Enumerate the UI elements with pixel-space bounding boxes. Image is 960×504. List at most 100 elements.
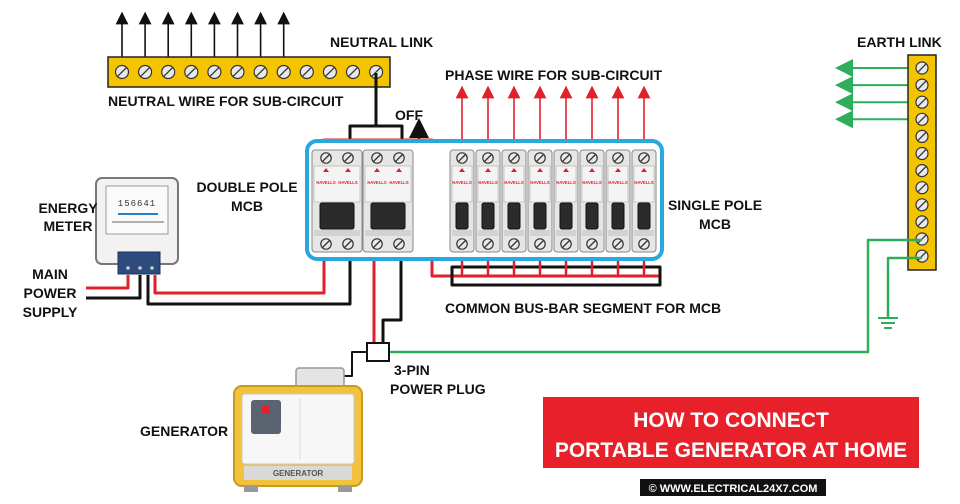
mcb-brand-label: HAVELLS [478,180,497,185]
mcb-bottom-terminal-icon [393,238,405,250]
earth-wire [388,238,922,354]
mcb-toggle-handle[interactable] [370,202,406,230]
plug-label-2: POWER PLUG [390,381,486,397]
double-pole-label-2: MCB [231,198,263,214]
mcb-toggle-handle[interactable] [507,202,521,230]
mcb-brand-label: HAVELLS [367,180,386,185]
mcb-toggle-handle[interactable] [559,202,573,230]
mcb-bottom-terminal-icon [638,238,650,250]
single-pole-mcb-3: HAVELLS [501,149,527,253]
phase-wire-label: PHASE WIRE FOR SUB-CIRCUIT [445,67,662,83]
single-pole-mcb-2: HAVELLS [475,149,501,253]
neutral-terminal-screw-icon [207,64,222,80]
single-pole-mcb-8: HAVELLS [631,149,657,253]
mcb-top-terminal-icon [320,152,332,164]
mcb-toggle-handle[interactable] [533,202,547,230]
mcb-top-terminal-icon [560,152,572,164]
mcb-toggle-handle[interactable] [585,202,599,230]
mcb-brand-label: HAVELLS [389,180,408,185]
mcb-toggle-handle[interactable] [481,202,495,230]
generator-neutral-wire [381,255,403,345]
generator-cable [342,351,367,377]
off-label: OFF [395,107,423,123]
neutral-terminal-screw-icon [276,64,291,80]
mcb-toggle-handle[interactable] [637,202,651,230]
main-power-label-2: POWER [24,285,77,301]
earth-terminal-screw-icon [915,164,929,178]
single-pole-mcb-1: HAVELLS [449,149,475,253]
earth-terminal-screw-icon [915,112,929,126]
mcb-bottom-terminal-icon [320,238,332,250]
earth-terminal-screw-icon [915,129,929,143]
mcb-bottom-terminal-icon [342,238,354,250]
single-pole-mcb-7: HAVELLS [605,149,631,253]
neutral-wire-label: NEUTRAL WIRE FOR SUB-CIRCUIT [108,93,344,109]
mcb-bottom-terminal-icon [508,238,520,250]
earth-ground-wire [886,256,922,318]
generator-label: GENERATOR [140,423,228,439]
mcb-bottom-terminal-icon [560,238,572,250]
ground-symbol-icon [878,317,898,329]
title-banner [543,397,919,468]
energy-meter-label-1: ENERGY [38,200,98,216]
mcb-top-terminal-icon [638,152,650,164]
mcb-brand-label: HAVELLS [452,180,471,185]
mcb-bottom-terminal-icon [586,238,598,250]
energy-meter: 156641 [95,177,179,275]
main-power-label-1: MAIN [32,266,68,282]
mcb-brand-label: HAVELLS [556,180,575,185]
mcb-brand-label: HAVELLS [338,180,357,185]
mcb-toggle-handle[interactable] [319,202,355,230]
earth-link-label: EARTH LINK [857,34,942,50]
earth-terminal-screw-icon [915,249,929,263]
mcb-brand-label: HAVELLS [608,180,627,185]
mcb-top-terminal-icon [371,152,383,164]
wiring [86,73,922,377]
mcb-bottom-terminal-icon [482,238,494,250]
plug-label-1: 3-PIN [394,362,430,378]
generator: GENERATOR [233,367,363,492]
title-line-2: PORTABLE GENERATOR AT HOME [555,439,907,462]
neutral-link-label: NEUTRAL LINK [330,34,433,50]
neutral-terminal-screw-icon [161,64,176,80]
mcb-toggle-handle[interactable] [611,202,625,230]
double-pole-label-1: DOUBLE POLE [196,179,297,195]
single-pole-label-1: SINGLE POLE [668,197,762,213]
neutral-terminal-screw-icon [299,64,314,80]
meter-to-mcb-phase [153,255,326,295]
earth-link-terminals [915,61,929,263]
neutral-terminal-screw-icon [253,64,268,80]
mcb-bottom-terminal-icon [534,238,546,250]
main-supply-phase [86,275,130,290]
neutral-link-bar [107,56,391,88]
website-label: © WWW.ELECTRICAL24X7.COM [649,483,818,495]
single-pole-mcbs: HAVELLS HAVELLS HAVELLS HAVELLS HAVELLS HAVEL… [449,149,657,253]
earth-terminal-screw-icon [915,61,929,75]
single-pole-mcb-6: HAVELLS [579,149,605,253]
mcb-brand-label: HAVELLS [582,180,601,185]
mcb-top-terminal-icon [534,152,546,164]
mcb-top-terminal-icon [508,152,520,164]
main-power-label-3: SUPPLY [23,304,78,320]
website-badge [640,479,826,496]
title-line-1: HOW TO CONNECT [633,409,829,432]
neutral-terminal-screw-icon [369,64,384,80]
earth-terminal-screw-icon [915,146,929,161]
earth-terminal-screw-icon [915,78,929,92]
mcb-brand-label: HAVELLS [634,180,653,185]
generator-panel-label: GENERATOR [273,469,324,478]
meter-to-mcb-neutral [146,255,352,306]
mcb-top-terminal-icon [612,152,624,164]
mcb-top-terminal-icon [342,152,354,164]
neutral-terminal-screw-icon [322,64,337,80]
common-bus-bar [450,265,662,287]
bus-bar-links [460,252,646,276]
earth-terminal-screw-icon [915,95,929,109]
earth-terminal-screw-icon [915,215,929,229]
single-pole-label-2: MCB [699,216,731,232]
mcb-toggle-handle[interactable] [455,202,469,230]
